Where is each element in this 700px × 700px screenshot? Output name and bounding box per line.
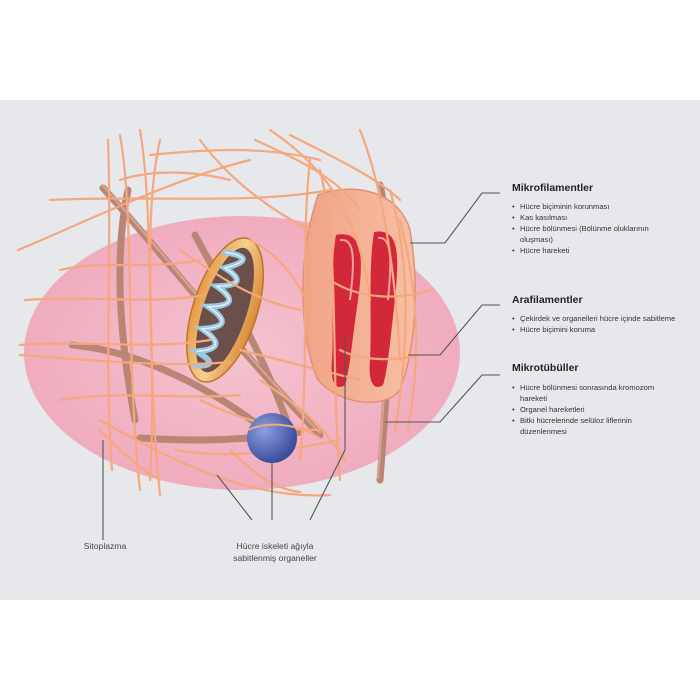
microtubule-2: [116, 186, 139, 424]
microtubule-3: [68, 341, 269, 434]
cytoskeleton-diagram: [16, 128, 500, 540]
list-item: Bitki hücrelerinde selüloz liflerinin: [512, 415, 654, 426]
label-anchored-line2: sabitlenmiş organeller: [233, 553, 317, 563]
leader-mikrofilamentler: [410, 192, 500, 244]
list-mikrotubuller: Hücre bölünmesi sonrasında kromozom hare…: [512, 382, 654, 437]
list-arafilamentler: Çekirdek ve organelleri hücre içinde sab…: [512, 313, 675, 335]
leader-organelle-3: [309, 335, 346, 521]
list-item: Çekirdek ve organelleri hücre içinde sab…: [512, 313, 675, 324]
list-item: Organel hareketleri: [512, 404, 654, 415]
list-item: Hücre bölünmesi (Bölünme oluklarının: [512, 223, 649, 234]
list-item: Hücre biçimini koruma: [512, 324, 675, 335]
diagram-panel: Mikrofilamentler Hücre biçiminin korunma…: [0, 100, 700, 600]
label-anchored-line1: Hücre iskeleti ağıyla: [236, 541, 314, 551]
list-item: Hücre bölünmesi sonrasında kromozom: [512, 382, 654, 393]
label-anchored-organelles: Hücre iskeleti ağıyla sabitlenmiş organe…: [205, 540, 345, 564]
leader-organelle-1: [216, 474, 253, 521]
list-item-continuation: düzenlenmesi: [520, 427, 567, 436]
title-mikrotubuller: Mikrotübüller: [512, 362, 579, 374]
list-item: Hücre biçiminin korunması: [512, 201, 649, 212]
list-mikrofilamentler: Hücre biçiminin korunması Kas kasılması …: [512, 201, 649, 256]
mitochondrion: [185, 237, 265, 383]
list-item-continuation: oluşması): [520, 235, 553, 244]
leader-mikrotubuller: [385, 374, 500, 423]
title-mikrofilamentler: Mikrofilamentler: [512, 182, 594, 194]
filaments: [16, 128, 432, 497]
anchored-organelle: [247, 413, 297, 463]
list-item: Hücre hareketi: [512, 245, 649, 256]
leader-arafilamentler: [408, 304, 500, 356]
leader-lines: [102, 192, 500, 540]
list-item: Kas kasılması: [512, 212, 649, 223]
label-sitoplazma: Sitoplazma: [83, 541, 127, 551]
list-item-continuation: hareketi: [520, 394, 548, 403]
title-arafilamentler: Arafilamentler: [512, 294, 583, 306]
